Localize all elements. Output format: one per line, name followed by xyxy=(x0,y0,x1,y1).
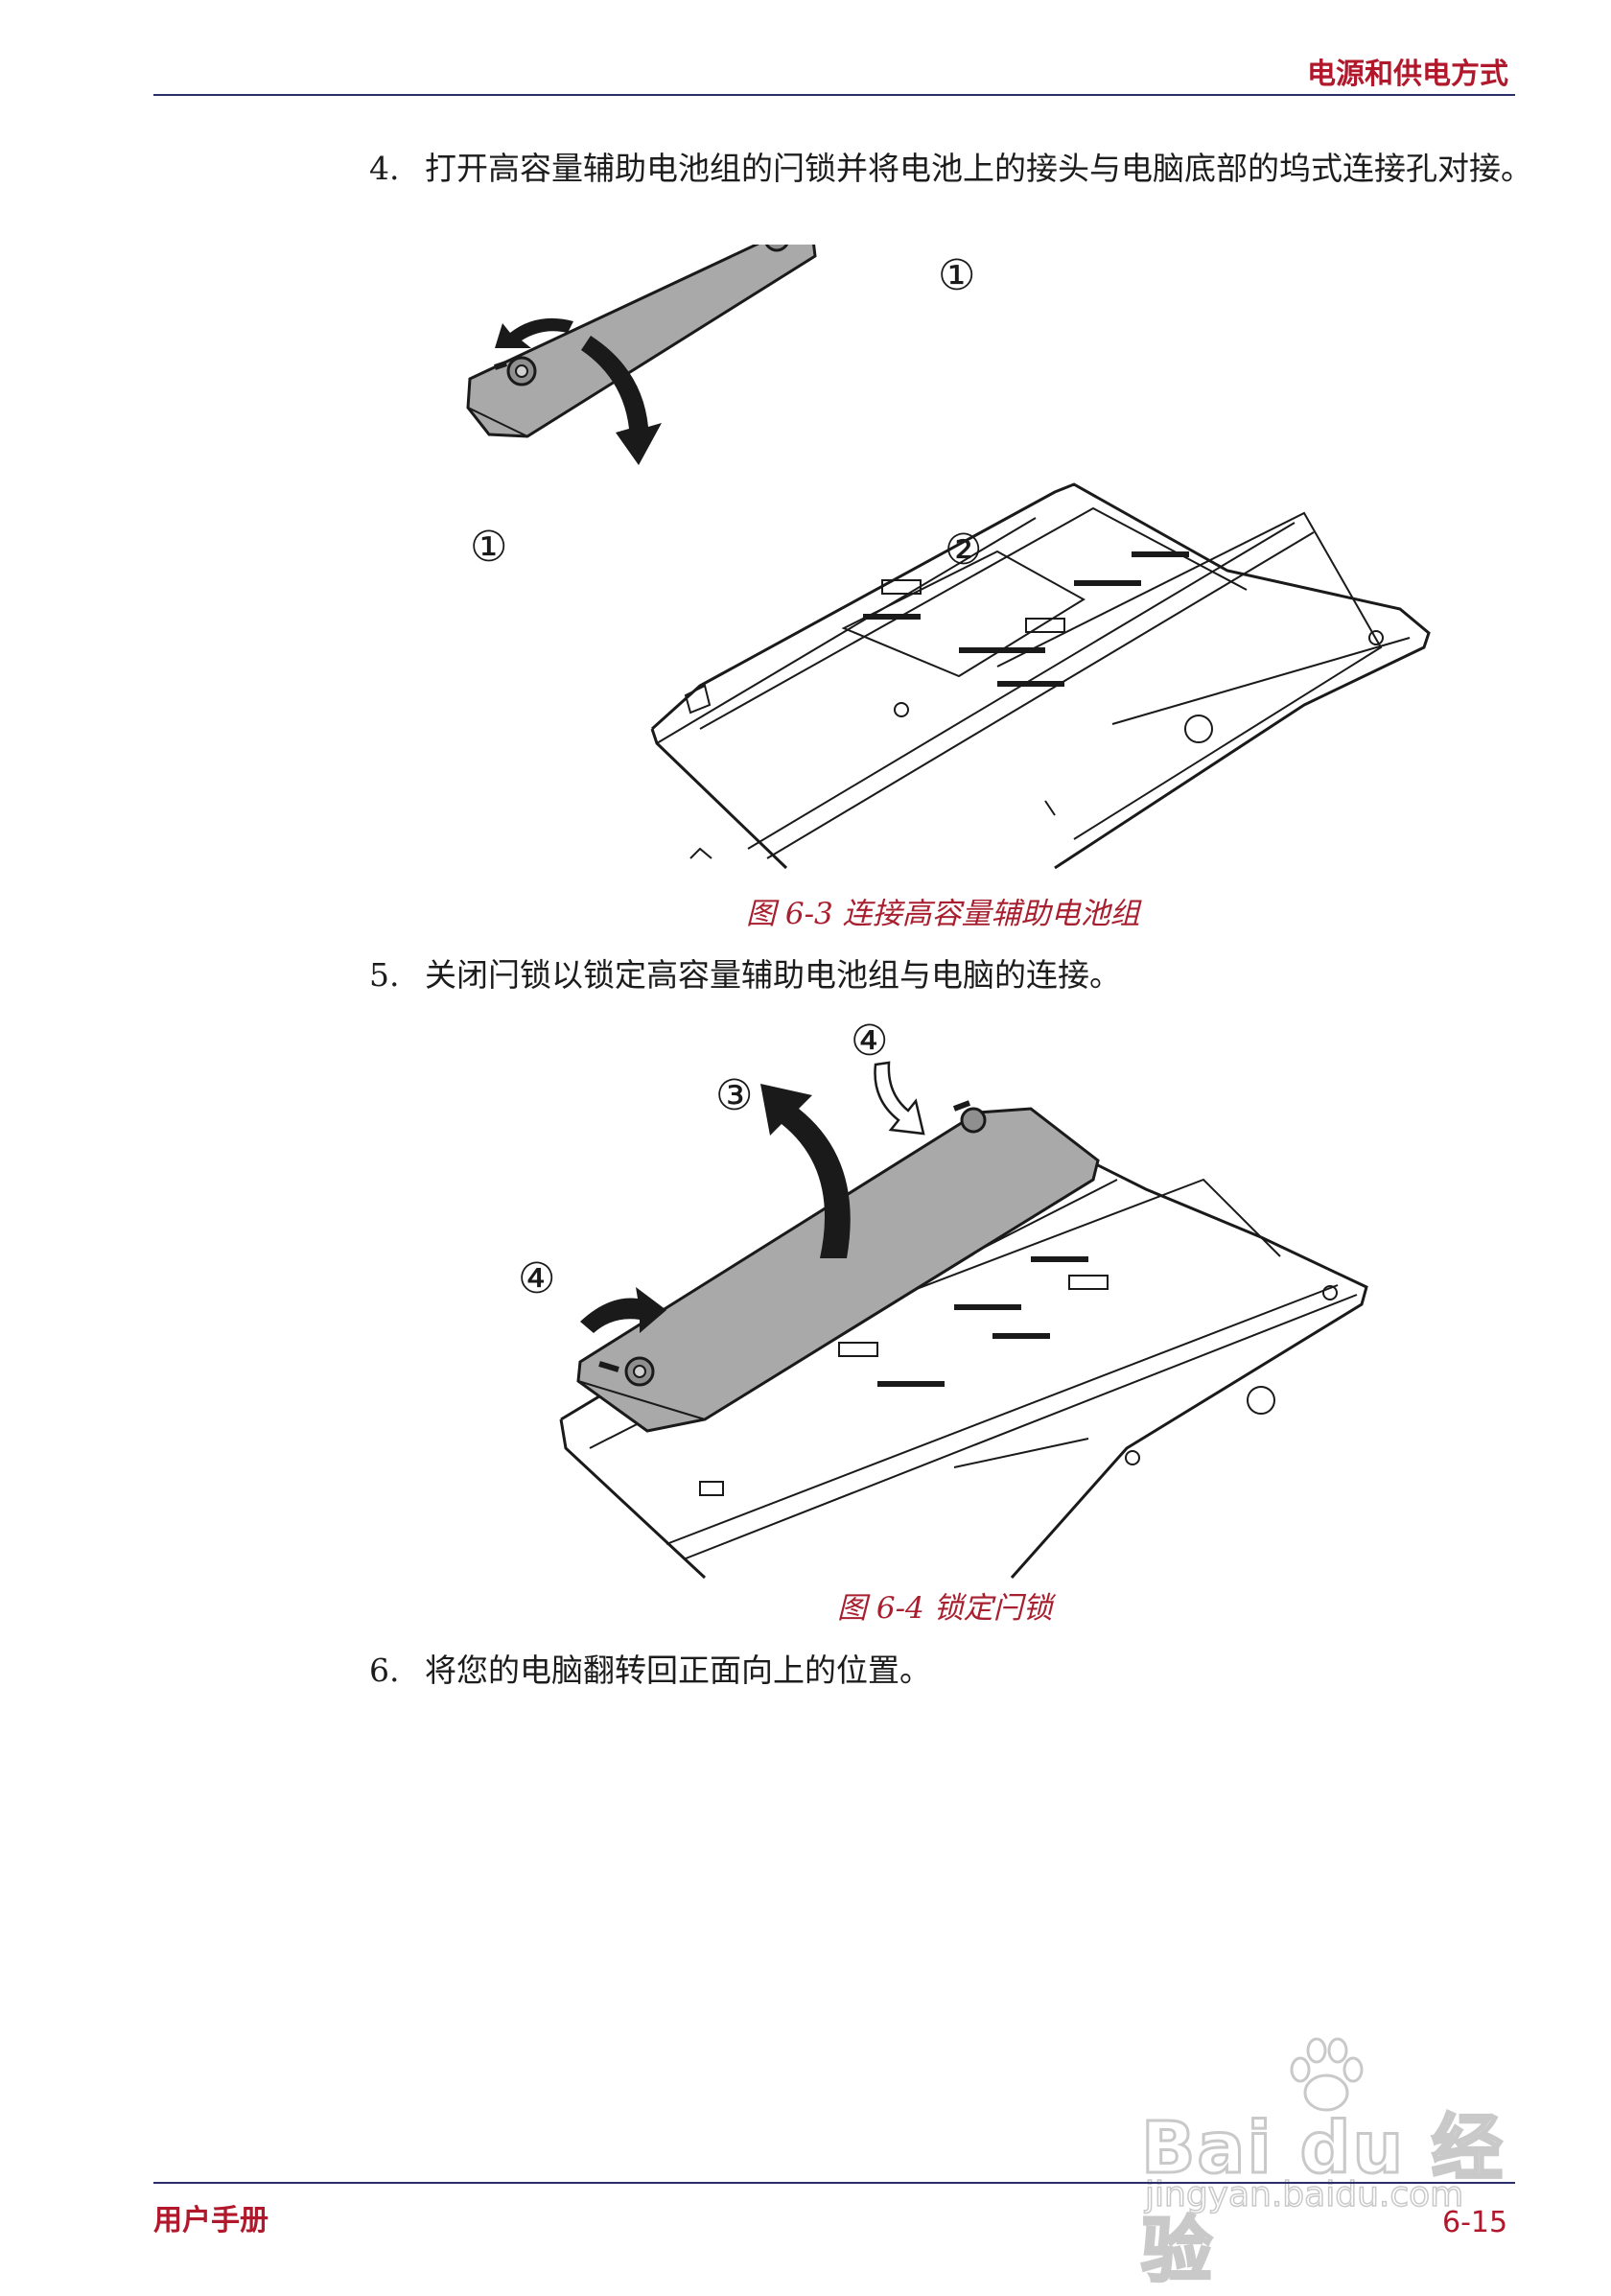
vent-pattern xyxy=(877,1256,1088,1387)
callout-marker: ③ xyxy=(715,1071,754,1120)
insert-arrow xyxy=(581,336,662,465)
rotation-arrow-left xyxy=(495,317,573,348)
baidu-watermark: Bai du 经验 jingyan.baidu.com xyxy=(1140,2033,1544,2294)
step-text: 将您的电脑翻转回正面向上的位置。 xyxy=(425,1652,931,1689)
battery-pack-illustration xyxy=(466,245,817,438)
callout-marker: ② xyxy=(945,526,983,574)
rotation-arrow-left xyxy=(580,1287,666,1333)
manual-title: 用户手册 xyxy=(153,2204,268,2237)
callout-marker: ④ xyxy=(851,1017,889,1066)
footer-rule xyxy=(153,2182,1515,2184)
section-title: 电源和供电方式 xyxy=(1307,58,1508,91)
figure-caption: 图 6-4 锁定闩锁 xyxy=(837,1591,1053,1626)
watermark-url: jingyan.baidu.com xyxy=(1144,2174,1464,2215)
callout-marker: ④ xyxy=(518,1254,556,1303)
step-4: 4. 打开高容量辅助电池组的闩锁并将电池上的接头与电脑底部的坞式连接孔对接。 xyxy=(369,146,1566,192)
paw-icon xyxy=(1290,2037,1364,2112)
header-rule xyxy=(153,94,1515,96)
step-number: 5. xyxy=(369,956,400,994)
step-text: 打开高容量辅助电池组的闩锁并将电池上的接头与电脑底部的坞式连接孔对接。 xyxy=(425,150,1532,187)
vent-pattern xyxy=(863,551,1189,687)
watermark-brand: Bai du 经验 xyxy=(1140,2106,1505,2294)
laptop-bottom-illustration xyxy=(650,482,1431,870)
step-text: 关闭闩锁以锁定高容量辅助电池组与电脑的连接。 xyxy=(425,956,1121,994)
page-number: 6-15 xyxy=(1442,2206,1508,2239)
step-6: 6. 将您的电脑翻转回正面向上的位置。 xyxy=(369,1648,1566,1694)
figure-6-4-illustration xyxy=(559,1061,1368,1580)
step-number: 4. xyxy=(369,150,400,187)
figure-6-3-illustration xyxy=(466,245,1431,870)
rotation-arrow-right xyxy=(874,1061,925,1136)
lift-arrow xyxy=(760,1084,851,1258)
step-number: 6. xyxy=(369,1652,400,1689)
battery-pack-illustration xyxy=(576,1100,1100,1433)
callout-marker: ① xyxy=(470,523,508,572)
callout-marker: ① xyxy=(938,251,976,300)
figure-caption: 图 6-3 连接高容量辅助电池组 xyxy=(746,897,1140,931)
step-5: 5. 关闭闩锁以锁定高容量辅助电池组与电脑的连接。 xyxy=(369,952,1566,998)
